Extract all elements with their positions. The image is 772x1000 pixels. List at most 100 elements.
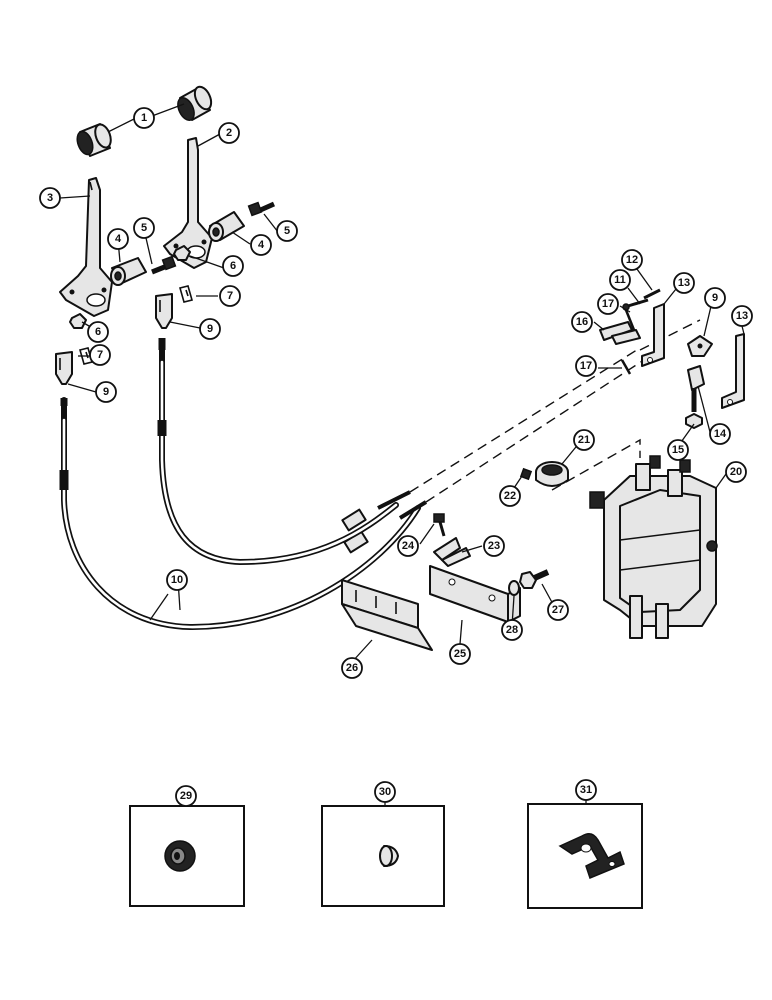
callout-23: 23 (483, 535, 505, 557)
cap-21-icon (535, 461, 569, 487)
cotter-17b-icon (620, 359, 632, 375)
screw-24-icon (433, 513, 446, 537)
svg-text:27: 27 (552, 604, 564, 616)
callout-10: 10 (166, 569, 188, 591)
svg-text:17: 17 (602, 298, 614, 310)
callout-4-right: 4 (250, 234, 272, 256)
svg-text:24: 24 (402, 540, 415, 552)
washer-28-icon (508, 580, 520, 596)
svg-text:4: 4 (258, 239, 265, 251)
bracket-23-icon (433, 537, 471, 567)
callout-2: 2 (218, 122, 240, 144)
callout-3: 3 (39, 187, 61, 209)
control-cable-right-icon (157, 338, 411, 566)
plug-icon (379, 845, 399, 867)
svg-text:17: 17 (580, 360, 592, 372)
svg-text:13: 13 (736, 310, 748, 322)
callout-20: 20 (725, 461, 747, 483)
callout-22: 22 (499, 485, 521, 507)
callout-28: 28 (501, 619, 523, 641)
callout-7-left: 7 (89, 344, 111, 366)
pin-12-icon (643, 288, 661, 300)
control-cable-left-icon (59, 397, 428, 631)
screw-22-icon (519, 467, 533, 481)
svg-text:13: 13 (678, 277, 690, 289)
svg-text:21: 21 (578, 434, 590, 446)
bolt-27-icon (519, 569, 550, 589)
callout-9-left: 9 (95, 381, 117, 403)
svg-text:31: 31 (580, 784, 592, 796)
svg-text:3: 3 (47, 192, 53, 204)
bolt-left-icon (151, 255, 177, 275)
callout-6-left: 6 (87, 321, 109, 343)
callout-30: 30 (374, 781, 396, 803)
stud-14-icon (687, 365, 705, 412)
svg-text:7: 7 (227, 290, 233, 302)
callout-9-valve: 9 (704, 287, 726, 309)
pivot-left-icon (110, 257, 147, 286)
svg-text:26: 26 (346, 662, 358, 674)
callout-24: 24 (397, 535, 419, 557)
callout-27: 27 (547, 599, 569, 621)
svg-text:20: 20 (730, 466, 742, 478)
nut-left-icon (69, 313, 87, 329)
callout-15: 15 (667, 439, 689, 461)
svg-text:29: 29 (180, 790, 192, 802)
svg-text:23: 23 (488, 540, 500, 552)
callout-26: 26 (341, 657, 363, 679)
callout-7-right: 7 (219, 285, 241, 307)
inset-31 (527, 796, 643, 909)
clevis-left-icon (55, 351, 73, 385)
inset-30 (321, 798, 445, 907)
cable-clip-icon (558, 833, 625, 879)
callout-21: 21 (573, 429, 595, 451)
callout-4-left: 4 (107, 228, 129, 250)
svg-text:9: 9 (712, 292, 718, 304)
grommet-icon (164, 840, 196, 872)
svg-text:6: 6 (95, 326, 101, 338)
svg-text:14: 14 (714, 428, 727, 440)
svg-text:9: 9 (103, 386, 109, 398)
callout-5-right: 5 (276, 220, 298, 242)
callout-25: 25 (449, 643, 471, 665)
svg-text:7: 7 (97, 349, 103, 361)
cotter-17a-icon (624, 309, 636, 331)
svg-text:9: 9 (207, 323, 213, 335)
bolt-11-icon (622, 298, 649, 311)
nut-right-icon (173, 245, 191, 261)
control-valve-icon (589, 455, 718, 639)
callout-5-left: 5 (133, 217, 155, 239)
svg-text:6: 6 (230, 260, 236, 272)
plate-25-icon (429, 565, 521, 623)
callout-13-left: 13 (673, 272, 695, 294)
callout-17-upper: 17 (597, 293, 619, 315)
callout-14: 14 (709, 423, 731, 445)
clevis-right-icon (155, 293, 173, 329)
clevis-valve-icon (687, 335, 713, 357)
callout-29: 29 (175, 785, 197, 807)
callout-6-right: 6 (222, 255, 244, 277)
nut-15-icon (685, 413, 703, 429)
plate-26-icon (341, 579, 433, 651)
svg-text:15: 15 (672, 444, 684, 456)
pivot-right-icon (208, 211, 245, 242)
bracket-13-right-icon (721, 333, 745, 409)
svg-text:5: 5 (141, 222, 147, 234)
svg-text:25: 25 (454, 648, 466, 660)
lever-right-icon (163, 137, 213, 269)
callout-11: 11 (609, 269, 631, 291)
svg-text:30: 30 (379, 786, 391, 798)
callout-17-lower: 17 (575, 355, 597, 377)
svg-text:11: 11 (614, 274, 626, 286)
svg-text:2: 2 (226, 127, 232, 139)
svg-text:16: 16 (576, 316, 588, 328)
pin-16-icon (599, 321, 641, 345)
svg-text:10: 10 (171, 574, 183, 586)
inset-29 (129, 798, 245, 907)
bolt-right-icon (247, 201, 276, 217)
callout-12: 12 (621, 249, 643, 271)
callout-31: 31 (575, 779, 597, 801)
svg-text:4: 4 (115, 233, 122, 245)
pin-right-icon (179, 285, 193, 303)
